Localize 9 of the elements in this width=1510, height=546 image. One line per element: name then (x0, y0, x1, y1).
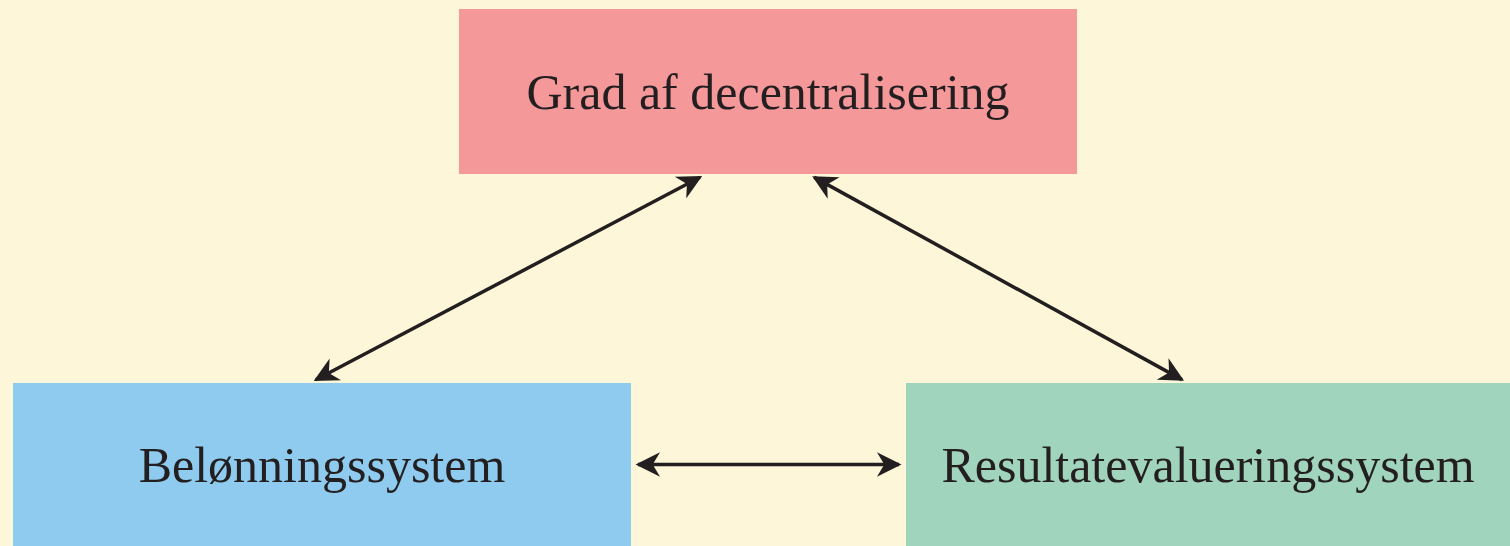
double-arrow (812, 175, 1185, 382)
box-label: Belønningssystem (138, 435, 506, 494)
process-box (906, 383, 1510, 546)
box-label: Grad af decentralisering (526, 62, 1010, 121)
process-box (13, 383, 631, 546)
process-box (459, 9, 1077, 174)
double-arrow (635, 452, 902, 477)
box-label: Resultatevalueringssystem (941, 435, 1475, 494)
double-arrow (313, 175, 703, 382)
